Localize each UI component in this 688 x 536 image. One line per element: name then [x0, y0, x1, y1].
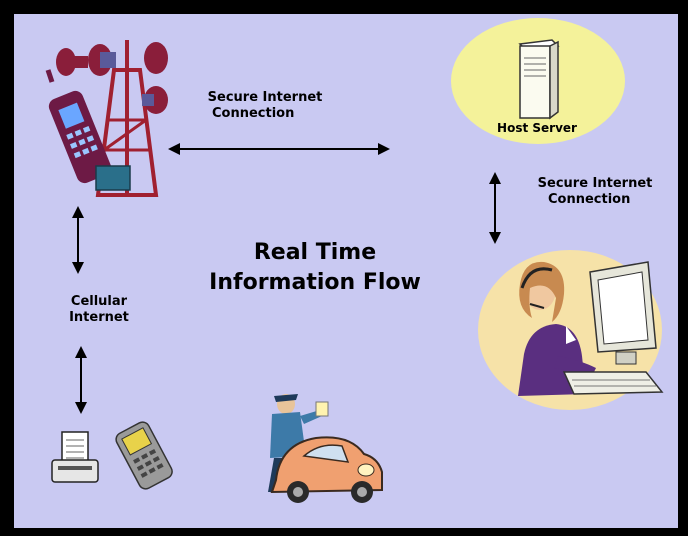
horizontal-double-arrow	[168, 143, 390, 155]
host-server-label: Host Server	[497, 121, 577, 135]
cell-tower-icon	[45, 40, 168, 197]
cellular-internet-label: Cellular Internet	[44, 294, 154, 326]
officer-and-car-illustration	[268, 394, 383, 503]
secure-connection-top-label: Secure Internet Connection	[190, 90, 340, 122]
vertical-double-arrow-right	[489, 172, 501, 244]
cellular-internet-line2: Internet	[69, 310, 129, 325]
mobile-printer-icon	[51, 431, 99, 483]
vertical-double-arrow-left-upper	[72, 206, 84, 274]
operator-at-computer-illustration	[478, 250, 664, 410]
secure-connection-top-line1: Secure Internet	[207, 90, 323, 105]
vertical-double-arrow-left-lower	[75, 346, 87, 414]
secure-connection-right-label: Secure Internet Connection	[520, 176, 670, 208]
server-tower-icon	[518, 39, 560, 120]
diagram-title-line2: Information Flow	[209, 270, 421, 295]
diagram-title: Real Time Information Flow	[190, 238, 440, 298]
handheld-device-icon	[115, 421, 173, 490]
secure-connection-right-line1: Secure Internet	[537, 176, 653, 191]
secure-connection-right-line2: Connection	[548, 192, 631, 207]
secure-connection-top-line2: Connection	[212, 106, 295, 121]
cellular-internet-line1: Cellular	[70, 294, 128, 309]
diagram-title-line1: Real Time	[253, 240, 377, 265]
